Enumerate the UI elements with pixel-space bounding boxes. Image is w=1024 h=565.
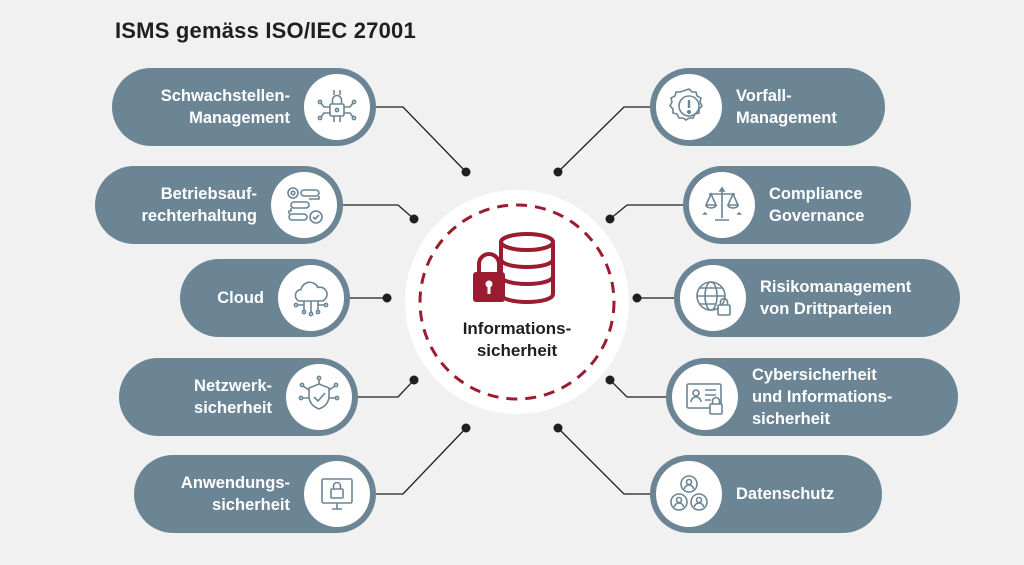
node-label: Betriebsauf- rechterhaltung	[141, 185, 257, 225]
connector-dot	[409, 214, 419, 224]
dashed-ring	[418, 203, 616, 401]
node-vulnerability-management: Schwachstellen- Management	[112, 68, 376, 146]
connector-dot	[553, 167, 563, 177]
node-compliance-governance: Compliance Governance	[683, 166, 911, 244]
node-label: Vorfall- Management	[736, 87, 837, 127]
diagram-title: ISMS gemäss ISO/IEC 27001	[115, 18, 416, 43]
connector-dot	[461, 167, 471, 177]
node-label: Cloud	[217, 289, 264, 307]
node-label: Schwachstellen- Management	[160, 87, 290, 127]
node-label: Netzwerk- sicherheit	[194, 377, 272, 417]
connector-dot	[605, 214, 615, 224]
node-third-party-risk: Risikomanagement von Drittparteien	[674, 259, 960, 337]
scales-icon	[689, 172, 755, 238]
connector-dot	[461, 423, 471, 433]
node-application-security: Anwendungs- sicherheit	[134, 455, 376, 533]
node-label: Compliance Governance	[769, 185, 865, 225]
cloud-network-icon	[278, 265, 344, 331]
database-lock-icon	[473, 232, 555, 305]
connector-dot	[605, 375, 615, 385]
center-node: Informations- sicherheit	[405, 190, 629, 414]
node-label: Datenschutz	[736, 485, 835, 503]
connector-dot	[382, 293, 392, 303]
people-group-icon	[656, 461, 722, 527]
node-network-security: Netzwerk- sicherheit	[119, 358, 358, 436]
node-data-protection: Datenschutz	[650, 455, 882, 533]
workflow-gear-check-icon	[271, 172, 337, 238]
center-label: Informations- sicherheit	[462, 319, 572, 360]
connector-dot	[553, 423, 563, 433]
circuit-lock-icon	[304, 74, 370, 140]
node-label: Risikomanagement von Drittparteien	[760, 278, 912, 318]
node-incident-management: Vorfall- Management	[650, 68, 885, 146]
network-shield-icon	[286, 364, 352, 430]
id-card-lock-icon	[672, 364, 738, 430]
node-cyber-security: Cybersicherheit und Informations- sicher…	[666, 358, 958, 436]
connector-dot	[632, 293, 642, 303]
connector-dot	[409, 375, 419, 385]
node-label: Cybersicherheit und Informations- sicher…	[752, 366, 893, 428]
node-cloud: Cloud	[180, 259, 350, 337]
alert-gear-icon	[656, 74, 722, 140]
node-business-continuity: Betriebsauf- rechterhaltung	[95, 166, 343, 244]
node-label: Anwendungs- sicherheit	[180, 474, 290, 514]
monitor-lock-icon	[304, 461, 370, 527]
globe-lock-icon	[680, 265, 746, 331]
